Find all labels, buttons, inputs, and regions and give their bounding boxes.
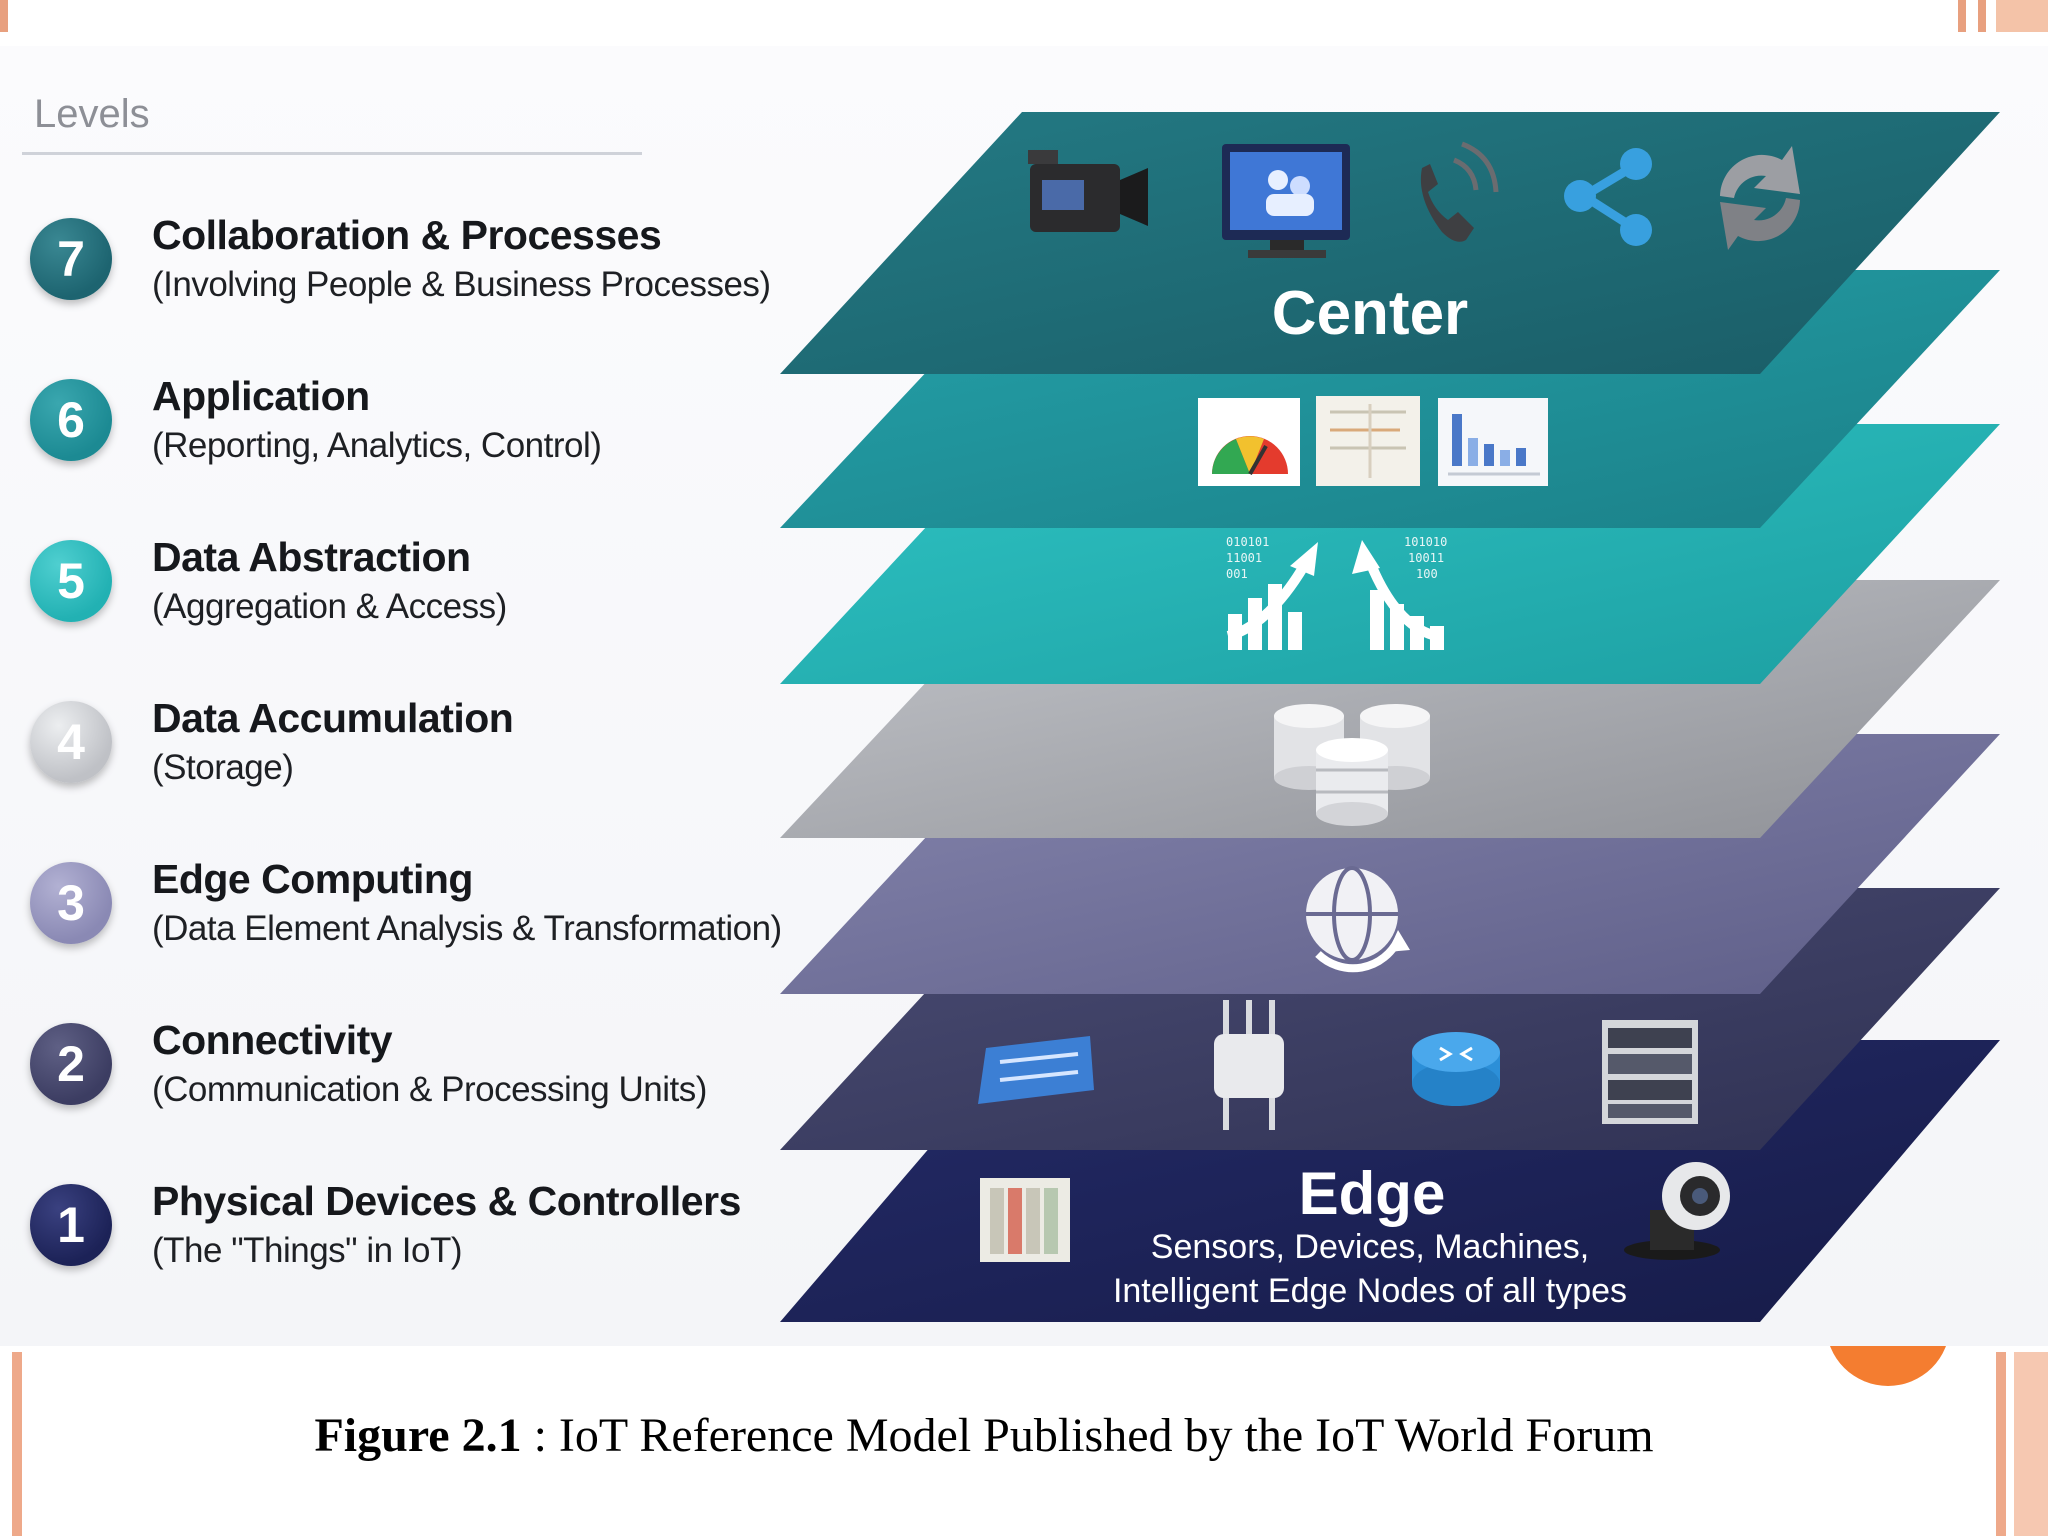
svg-text:10011: 10011 xyxy=(1408,551,1444,565)
level-5: 5 Data Abstraction (Aggregation & Access… xyxy=(30,534,790,644)
level-7: 7 Collaboration & Processes (Involving P… xyxy=(30,212,790,322)
corner-block-top-right xyxy=(1996,0,2048,32)
controller-panel-icon xyxy=(980,1178,1070,1262)
level-badge: 7 xyxy=(30,218,112,300)
data-up-icon: 010101 11001 001 xyxy=(1226,535,1318,650)
corner-bar-top-right xyxy=(1958,0,1966,32)
sync-icon xyxy=(1720,146,1800,250)
level-badge: 5 xyxy=(30,540,112,622)
figure-label: Figure 2.1 xyxy=(314,1409,522,1462)
report-icon xyxy=(1316,396,1420,486)
level-1: 1 Physical Devices & Controllers (The "T… xyxy=(30,1178,790,1288)
edge-label: Edge xyxy=(1299,1160,1446,1227)
level-title: Connectivity xyxy=(152,1017,393,1063)
monitor-icon xyxy=(1222,144,1350,258)
phone-icon xyxy=(1420,141,1499,242)
level-title: Data Accumulation xyxy=(152,695,514,741)
level-6: 6 Application (Reporting, Analytics, Con… xyxy=(30,373,790,483)
levels-heading: Levels xyxy=(34,92,150,136)
switch-icon xyxy=(978,1036,1094,1104)
ptz-camera-icon xyxy=(1624,1162,1730,1260)
access-point-icon xyxy=(1214,1000,1284,1130)
svg-text:001: 001 xyxy=(1226,567,1248,581)
corner-bar-top-left xyxy=(0,0,8,32)
level-badge: 2 xyxy=(30,1023,112,1105)
data-down-icon: 101010 10011 100 xyxy=(1352,535,1447,650)
level-2: 2 Connectivity (Communication & Processi… xyxy=(30,1017,790,1127)
corner-bar-bottom-right xyxy=(1996,1352,2006,1536)
corner-bar-top-right-2 xyxy=(1978,0,1986,32)
level-subtitle: (Reporting, Analytics, Control) xyxy=(152,426,602,465)
level-subtitle: (Involving People & Business Processes) xyxy=(152,265,771,304)
level-title: Data Abstraction xyxy=(152,534,471,580)
svg-text:010101: 010101 xyxy=(1226,535,1269,549)
edge-line-2: Intelligent Edge Nodes of all types xyxy=(1113,1272,1627,1310)
level-subtitle: (The "Things" in IoT) xyxy=(152,1231,463,1270)
level-subtitle: (Aggregation & Access) xyxy=(152,587,507,626)
figure-caption-text: : IoT Reference Model Published by the I… xyxy=(521,1409,1654,1462)
levels-rule xyxy=(22,152,642,155)
level-badge: 3 xyxy=(30,862,112,944)
level-subtitle: (Communication & Processing Units) xyxy=(152,1070,707,1109)
corner-bar-bottom-left xyxy=(12,1352,22,1536)
center-label: Center xyxy=(1272,279,1468,348)
gauge-icon xyxy=(1198,398,1300,486)
level-title: Collaboration & Processes xyxy=(152,212,662,258)
level-title: Physical Devices & Controllers xyxy=(152,1178,741,1224)
database-icon xyxy=(1274,704,1430,826)
corner-block-bottom-right xyxy=(2014,1352,2048,1536)
svg-text:100: 100 xyxy=(1416,567,1438,581)
globe-sync-icon xyxy=(1306,866,1410,973)
svg-text:11001: 11001 xyxy=(1226,551,1262,565)
edge-line-1: Sensors, Devices, Machines, xyxy=(1151,1228,1589,1266)
level-subtitle: (Data Element Analysis & Transformation) xyxy=(152,909,782,948)
level-3: 3 Edge Computing (Data Element Analysis … xyxy=(30,856,790,966)
router-icon xyxy=(1412,1032,1500,1106)
level-subtitle: (Storage) xyxy=(152,748,294,787)
level-badge: 4 xyxy=(30,701,112,783)
level-badge: 1 xyxy=(30,1184,112,1266)
level-badge: 6 xyxy=(30,379,112,461)
share-icon xyxy=(1564,148,1652,246)
figure-caption: Figure 2.1 : IoT Reference Model Publish… xyxy=(0,1408,1968,1463)
bar-chart-icon xyxy=(1438,398,1548,486)
video-camera-icon xyxy=(1028,150,1148,232)
level-title: Edge Computing xyxy=(152,856,473,902)
svg-text:101010: 101010 xyxy=(1404,535,1447,549)
level-4: 4 Data Accumulation (Storage) xyxy=(30,695,790,805)
level-title: Application xyxy=(152,373,370,419)
server-rack-icon xyxy=(1602,1020,1698,1124)
